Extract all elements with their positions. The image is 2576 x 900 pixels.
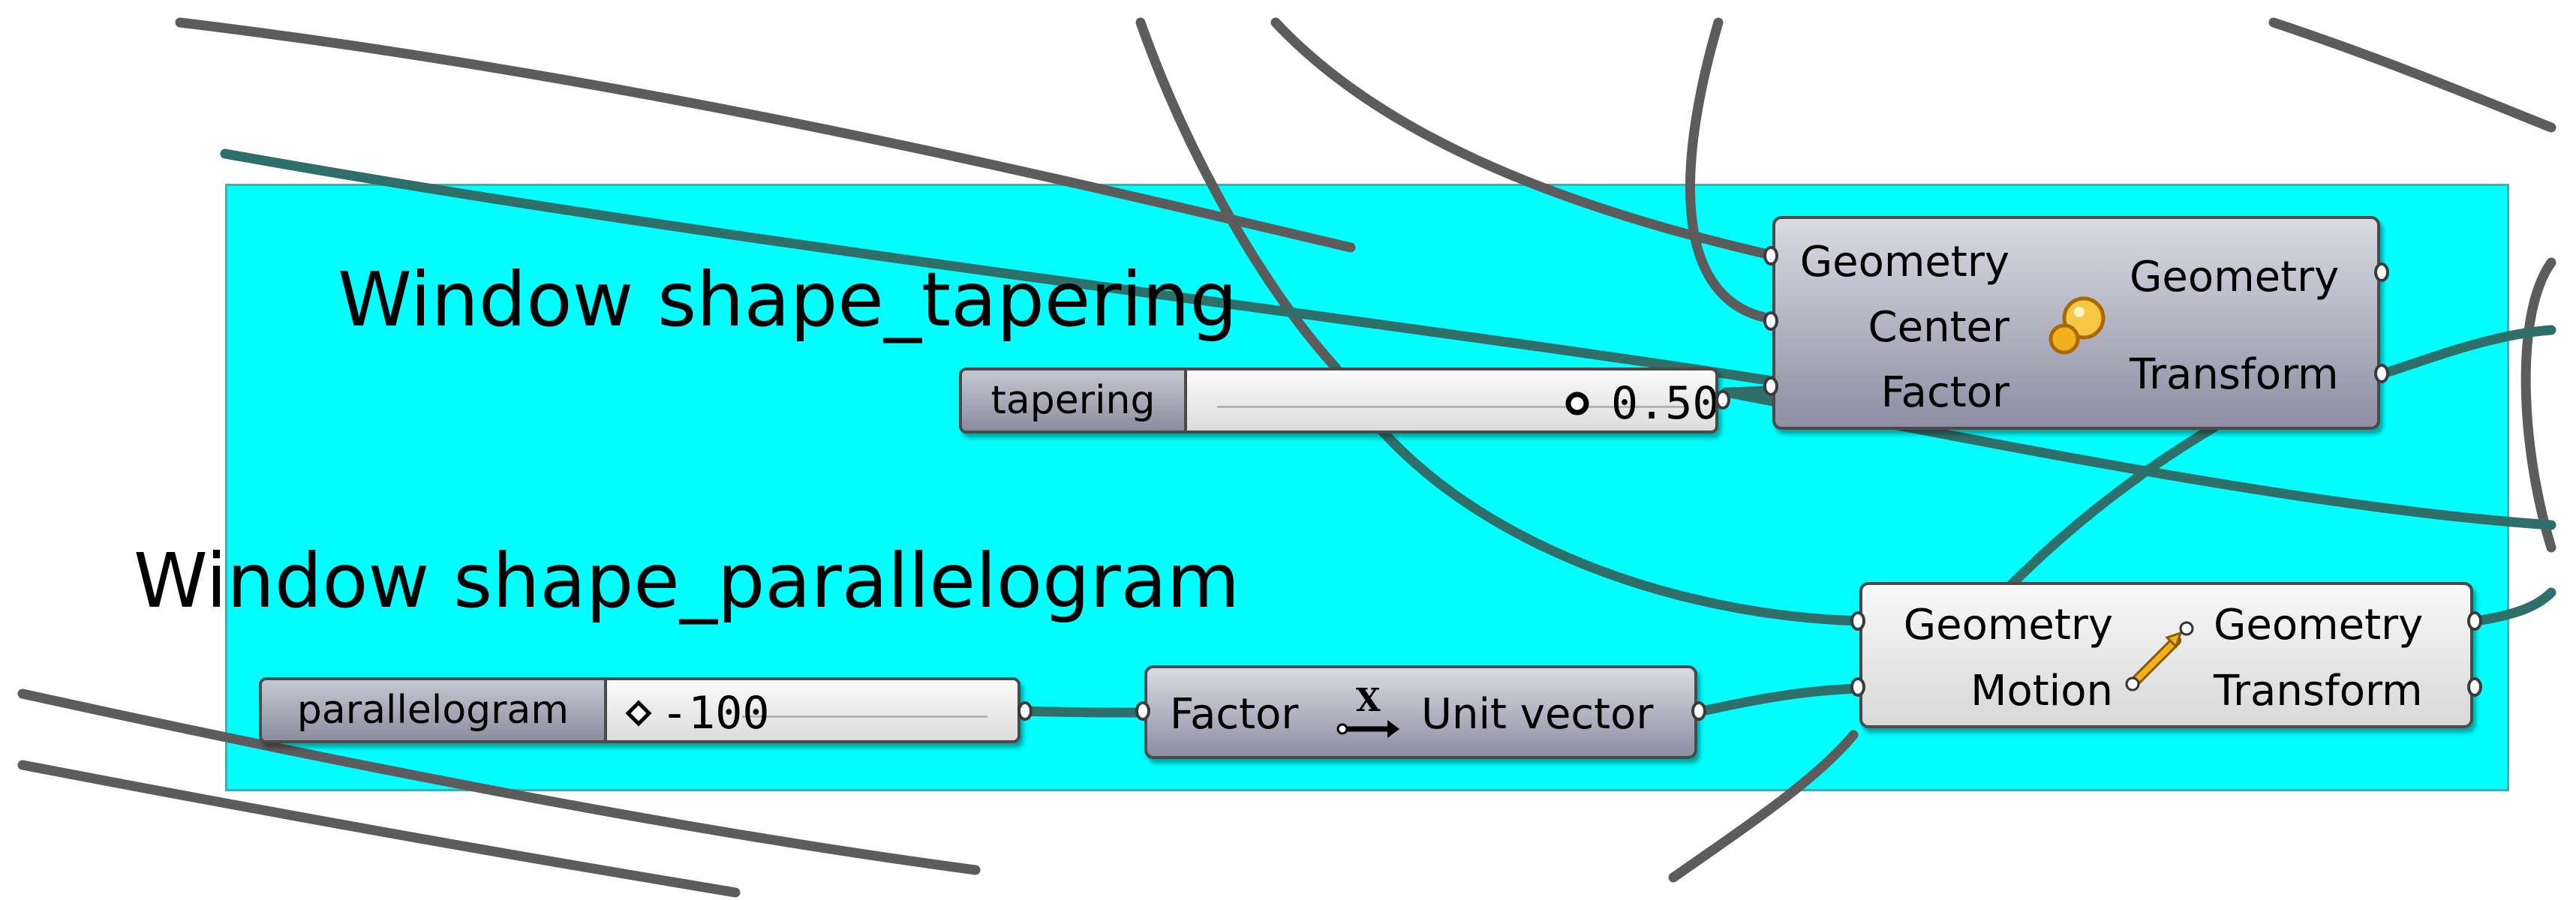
- slider-value: -100: [661, 687, 770, 740]
- slider-ticks: [1217, 389, 1685, 408]
- scale-output-port-transform[interactable]: [2374, 364, 2389, 383]
- slider-name-label: parallelogram: [262, 680, 607, 740]
- output-label-transform: Transform: [2130, 350, 2339, 399]
- wire-grey: [1668, 730, 1859, 883]
- wire-teal: [2006, 422, 2219, 590]
- scale-icon: [2048, 296, 2106, 355]
- wire-grey: [2520, 257, 2556, 553]
- wire-grey: [1135, 17, 1341, 373]
- output-label-geometry: Geometry: [2214, 601, 2424, 650]
- output-label-geometry: Geometry: [2130, 253, 2340, 302]
- input-label-center: Center: [1868, 303, 2009, 352]
- unit-x-component[interactable]: Factor X Unit vector: [1144, 665, 1697, 759]
- unit-x-input-port-factor[interactable]: [1135, 701, 1150, 721]
- scale-input-port-geometry[interactable]: [1763, 246, 1778, 266]
- wire-grey: [2268, 17, 2556, 133]
- wire-grey: [1685, 17, 1776, 324]
- input-label-geometry: Geometry: [1903, 601, 2113, 650]
- scale-input-port-factor[interactable]: [1763, 376, 1778, 396]
- input-label-factor: Factor: [1170, 690, 1299, 739]
- tapering-slider-output-port[interactable]: [1715, 390, 1730, 410]
- tapering-slider[interactable]: tapering 0.500: [959, 368, 1718, 434]
- wire-teal: [1691, 683, 1866, 718]
- slider-grip-icon[interactable]: [1562, 388, 1592, 418]
- wire-teal: [2471, 587, 2556, 626]
- output-label-unit-vector: Unit vector: [1421, 690, 1654, 739]
- input-label-factor: Factor: [1880, 368, 2009, 417]
- slider-track[interactable]: 0.500: [1187, 370, 1715, 430]
- move-input-port-motion[interactable]: [1850, 677, 1865, 697]
- wire-grey: [1270, 17, 1776, 260]
- input-label-motion: Motion: [1970, 667, 2113, 716]
- input-label-geometry: Geometry: [1799, 238, 2009, 286]
- unit-x-icon-letter: X: [1356, 682, 1381, 718]
- wire-teal: [220, 148, 1787, 388]
- wire-grey: [17, 688, 981, 875]
- group-title-tapering: Window shape_tapering: [338, 256, 1238, 344]
- parallelogram-slider-output-port[interactable]: [1017, 701, 1033, 721]
- slider-track[interactable]: -100: [607, 680, 1017, 740]
- move-output-port-geometry[interactable]: [2467, 611, 2482, 631]
- group-title-parallelogram: Window shape_parallelogram: [134, 537, 1240, 625]
- scale-component[interactable]: Geometry Center Factor Geometry Transfor…: [1772, 216, 2380, 430]
- wire-grey: [17, 760, 741, 898]
- slider-name-label: tapering: [962, 370, 1187, 430]
- wire-teal: [1015, 706, 1146, 718]
- slider-value: 0.500: [1611, 377, 1718, 430]
- move-input-port-geometry[interactable]: [1850, 611, 1865, 631]
- move-output-port-transform[interactable]: [2467, 677, 2482, 697]
- slider-ticks: [742, 699, 987, 718]
- scale-input-port-center[interactable]: [1763, 311, 1778, 331]
- unit-x-vector-icon: X: [1336, 682, 1399, 738]
- output-label-transform: Transform: [2214, 667, 2423, 716]
- scale-output-port-geometry[interactable]: [2374, 262, 2389, 282]
- slider-grip-icon[interactable]: [624, 698, 654, 728]
- wire-grey: [175, 17, 1356, 253]
- wire-teal: [2381, 325, 2556, 378]
- unit-x-output-port-vector[interactable]: [1691, 701, 1706, 721]
- parallelogram-slider[interactable]: parallelogram -100: [259, 677, 1020, 743]
- move-component[interactable]: Geometry Motion Geometry Transform: [1859, 582, 2473, 728]
- move-icon: [2125, 621, 2194, 692]
